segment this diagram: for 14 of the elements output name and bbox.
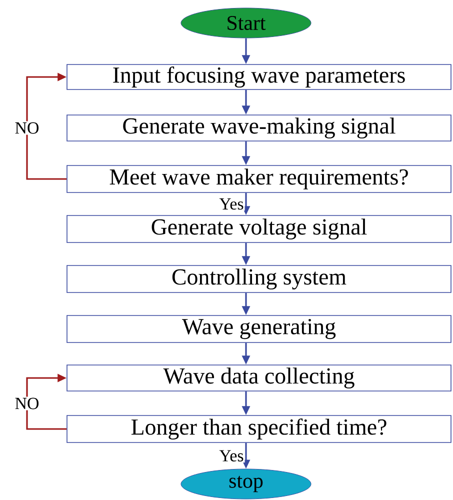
process-box: Longer than specified time? [66, 415, 452, 443]
arrow [26, 72, 67, 180]
edge-label: NO [14, 121, 40, 135]
edge-label: NO [14, 396, 40, 410]
process-box: Generate wave-making signal [66, 114, 452, 142]
process-box: Input focusing wave parameters [66, 64, 452, 90]
arrow [26, 374, 67, 430]
process-box: Wave data collecting [66, 364, 452, 392]
process-box: Generate voltage signal [66, 215, 452, 243]
edge-label: Yes [218, 449, 245, 462]
process-box: Controlling system [66, 265, 452, 293]
edge-label: Yes [218, 197, 245, 211]
process-box: Wave generating [66, 315, 452, 343]
process-box: Meet wave maker requirements? [66, 165, 452, 193]
